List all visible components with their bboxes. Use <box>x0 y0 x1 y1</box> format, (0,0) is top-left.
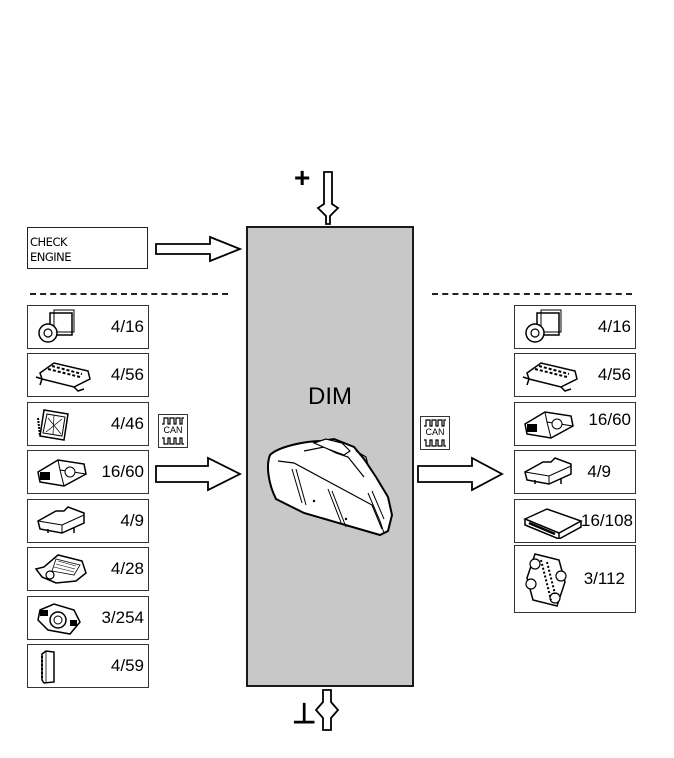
module-code: 16/108 <box>581 511 633 530</box>
can-waveform-bottom-icon <box>162 437 184 445</box>
ecu-finned-icon <box>37 409 69 441</box>
connector-module-icon <box>524 411 574 439</box>
module-code: 4/16 <box>597 317 631 336</box>
module-code: 4/56 <box>597 365 631 384</box>
check-engine-line2: ENGINE <box>30 250 72 264</box>
steering-switch-icon <box>37 603 81 635</box>
input-module: 4/59 <box>27 644 149 688</box>
input-module: 16/60 <box>27 450 149 494</box>
module-code: 16/60 <box>101 462 144 481</box>
output-module-list: 4/16 4/56 16/60 4/9 16/108 3/112 <box>514 305 636 615</box>
sensor-plate-icon <box>34 554 87 584</box>
module-code: 16/60 <box>588 409 631 429</box>
power-in-arrow-icon <box>316 171 340 225</box>
input-module-list: 4/16 4/56 4/46 16/60 4/9 4/28 3/254 4/59 <box>27 305 149 689</box>
output-module: 3/112 <box>514 545 636 613</box>
input-module: 4/56 <box>27 353 149 397</box>
module-code: 4/9 <box>120 511 144 530</box>
dim-label: DIM <box>308 383 352 410</box>
left-separator-line <box>30 293 228 295</box>
input-module: 4/16 <box>27 305 149 349</box>
can-waveform-top-icon <box>162 417 184 425</box>
control-box-icon <box>524 457 572 485</box>
input-can-bus-icon: CAN <box>158 414 188 448</box>
abs-hydraulic-unit-icon <box>38 309 75 343</box>
output-module: 4/9 <box>514 450 636 494</box>
input-module: 4/9 <box>27 499 149 543</box>
check-engine-line1: CHECK <box>30 235 68 249</box>
slim-module-icon <box>41 650 55 684</box>
module-code: 4/16 <box>110 317 144 336</box>
module-code: 4/46 <box>110 414 144 433</box>
input-can-arrow-icon <box>155 456 243 492</box>
control-module-bracket-icon <box>35 362 91 392</box>
ground-arrow-icon <box>314 689 340 731</box>
power-supply-symbol: + <box>294 162 311 193</box>
instrument-cluster-icon <box>267 437 394 537</box>
output-module: 4/16 <box>514 305 636 349</box>
module-code: 4/9 <box>587 462 611 481</box>
module-code: 3/112 <box>583 569 625 588</box>
check-engine-lamp: CHECK ENGINE <box>27 227 148 269</box>
control-module-bracket-icon <box>522 362 578 392</box>
input-module: 4/28 <box>27 547 149 591</box>
control-box-icon <box>37 506 85 534</box>
can-label: CAN <box>163 425 183 435</box>
output-module: 16/108 <box>514 499 636 543</box>
module-code: 4/56 <box>110 365 144 384</box>
input-module: 3/254 <box>27 596 149 640</box>
output-module: 16/60 <box>514 402 636 446</box>
connector-module-icon <box>37 459 87 487</box>
switch-panel-icon <box>525 553 567 607</box>
flat-box-unit-icon <box>523 508 583 539</box>
output-can-arrow-icon <box>417 456 504 492</box>
can-waveform-top-icon <box>424 419 446 427</box>
input-module: 4/46 <box>27 402 149 446</box>
module-code: 4/59 <box>110 656 144 675</box>
dim-module-box: DIM <box>246 226 414 687</box>
output-can-bus-icon: CAN <box>420 416 450 450</box>
module-code: 4/28 <box>110 559 144 578</box>
abs-hydraulic-unit-icon <box>525 309 562 343</box>
check-engine-arrow-icon <box>155 235 243 263</box>
output-module: 4/56 <box>514 353 636 397</box>
module-code: 3/254 <box>101 608 144 627</box>
right-separator-line <box>432 293 632 295</box>
ground-symbol: ⊥ <box>292 698 317 729</box>
can-label: CAN <box>425 427 445 437</box>
can-waveform-bottom-icon <box>424 439 446 447</box>
